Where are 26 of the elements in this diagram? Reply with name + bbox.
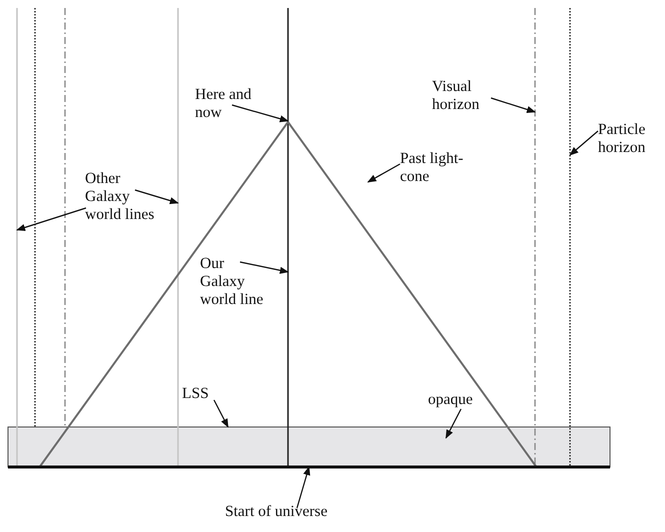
callout-label: Visual horizon [432,78,507,114]
callout-label: Here and now [195,86,265,122]
galaxy-world-line [177,8,179,467]
callout-label: Past light-cone [400,150,480,186]
galaxy-world-line [287,8,289,467]
start-line [8,466,610,468]
leader-line [569,130,598,156]
leader-line [490,97,536,113]
particle-horizon-line [569,8,571,467]
leader-line [16,207,86,231]
callout-label: opaque [428,391,488,409]
leader-line [232,104,289,122]
callout-label: Start of universe [225,503,365,521]
callout-label: Other Galaxy world lines [85,170,159,224]
callout-label: Our Galaxy world line [200,255,264,309]
leader-line [240,261,289,274]
callout-label: LSS [182,385,222,403]
leader-line [134,189,179,204]
galaxy-world-line [16,8,18,467]
callout-label: Particle horizon [598,121,665,157]
leader-line [367,163,400,183]
light-cone [38,120,538,468]
leader-line [213,400,229,428]
opaque-band [8,426,610,468]
leader-line [296,466,310,508]
leader-line [445,408,462,439]
